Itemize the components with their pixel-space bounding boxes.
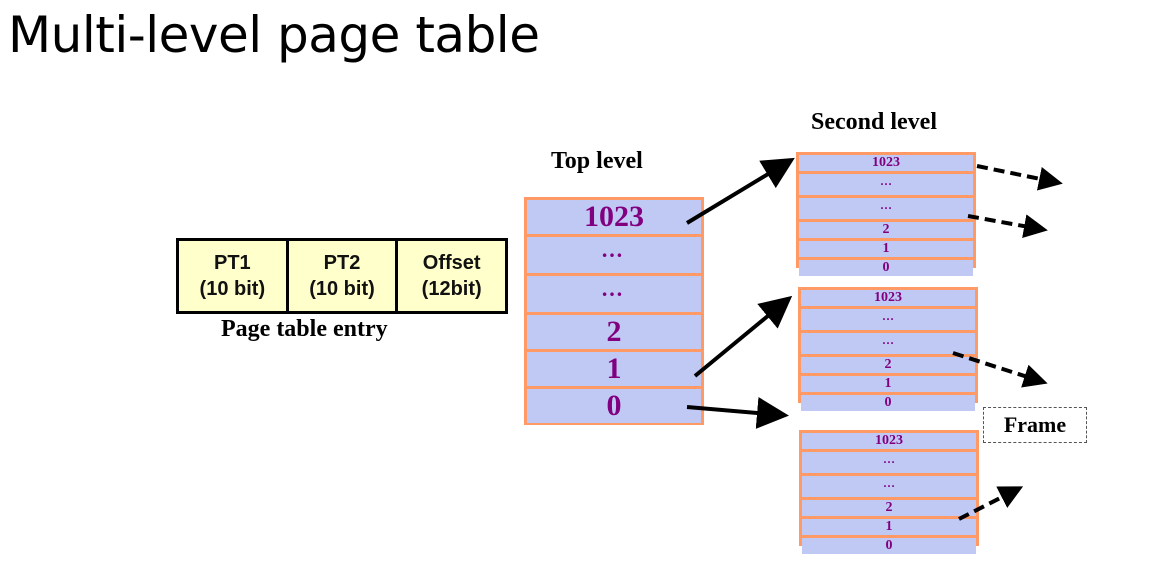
pte-field-size: (12bit) (421, 278, 482, 300)
sec-entry-1: 1 (801, 376, 975, 392)
sec-entry-ellipsis: … (799, 198, 973, 219)
dashed-arrow-t1-1023 (976, 164, 1063, 191)
pte-field-size: (10 bit) (309, 278, 375, 300)
pte-field-pt2: PT2 (10 bit) (289, 241, 399, 311)
top-level-table: 1023 … … 2 1 0 (524, 197, 704, 425)
top-entry-ellipsis: … (527, 237, 701, 273)
sec-entry-ellipsis: … (801, 333, 975, 354)
arrow-1023-to-table1 (685, 157, 795, 225)
arrow-0-to-table3 (686, 397, 789, 429)
page-table-entry: PT1 (10 bit) PT2 (10 bit) Offset (12bit) (176, 238, 508, 314)
sec-entry-ellipsis: … (802, 452, 976, 473)
pte-field-name: PT2 (323, 252, 361, 274)
sec-entry-ellipsis: … (802, 476, 976, 497)
second-level-table-2: 1023 … … 2 1 0 (798, 287, 978, 411)
sec-entry-ellipsis: … (799, 174, 973, 195)
pte-caption: Page table entry (221, 316, 388, 342)
top-entry-1023: 1023 (527, 200, 701, 234)
pte-field-pt1: PT1 (10 bit) (179, 241, 289, 311)
sec-entry-0: 0 (801, 395, 975, 411)
sec-entry-ellipsis: … (801, 309, 975, 330)
sec-entry-1023: 1023 (802, 433, 976, 449)
second-level-table-3: 1023 … … 2 1 0 (799, 430, 979, 554)
sec-entry-1: 1 (799, 241, 973, 257)
sec-entry-0: 0 (799, 260, 973, 276)
top-entry-ellipsis: … (527, 276, 701, 312)
pte-field-name: Offset (422, 252, 481, 274)
sec-entry-1023: 1023 (799, 155, 973, 171)
sec-entry-1: 1 (802, 519, 976, 535)
sec-entry-1023: 1023 (801, 290, 975, 306)
dashed-arrow-t1-2 (967, 214, 1048, 238)
top-entry-0: 0 (527, 389, 701, 423)
dashed-arrow-t2-2 (952, 351, 1048, 388)
frame-box: Frame (983, 407, 1087, 443)
top-level-label: Top level (551, 148, 643, 174)
sec-entry-2: 2 (801, 357, 975, 373)
pte-field-offset: Offset (12bit) (398, 241, 505, 311)
pte-field-name: PT1 (213, 252, 251, 274)
arrow-1-to-table2 (693, 295, 793, 378)
sec-entry-2: 2 (799, 222, 973, 238)
top-entry-1: 1 (527, 352, 701, 386)
second-level-label: Second level (811, 109, 937, 135)
sec-entry-0: 0 (802, 538, 976, 554)
pte-field-size: (10 bit) (199, 278, 266, 300)
top-entry-2: 2 (527, 315, 701, 349)
dashed-arrow-t3-1 (958, 486, 1024, 521)
second-level-table-1: 1023 … … 2 1 0 (796, 152, 976, 276)
sec-entry-2: 2 (802, 500, 976, 516)
slide-title: Multi-level page table (8, 6, 540, 64)
